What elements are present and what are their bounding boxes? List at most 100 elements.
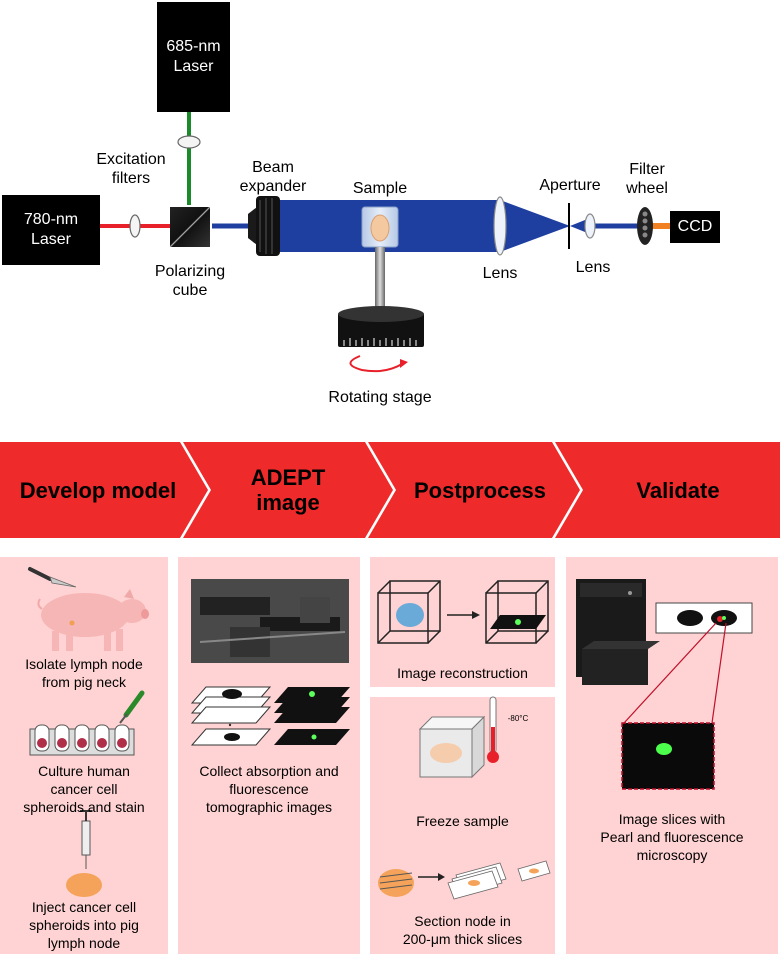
beam-expander-label: Beam expander — [228, 158, 318, 196]
validate-line1: Image slices with — [618, 811, 726, 827]
collect-line1: Collect absorption and — [199, 763, 339, 779]
step-validate-label: Validate — [636, 478, 720, 503]
absorption-slices-icon — [190, 686, 272, 746]
rotation-arrow-icon — [349, 355, 408, 373]
fluorescence-slices-icon — [274, 687, 350, 745]
reconstruction-cube-1 — [377, 580, 441, 644]
beam-expander-line2: expander — [239, 178, 307, 195]
section-line1: Section node in — [414, 913, 511, 929]
rotation-post — [375, 247, 385, 315]
lens-1-icon — [493, 196, 507, 256]
culture-line2: cancer cell — [50, 781, 118, 797]
validate-text: Image slices with Pearl and fluorescence… — [566, 810, 778, 864]
syringe-icon — [80, 810, 92, 869]
zoom-line-left — [623, 622, 717, 724]
polarizing-cube-line2: cube — [172, 282, 208, 299]
chevron-adept — [183, 442, 393, 538]
section-arrowhead — [438, 873, 445, 881]
step-adept-line2: image — [256, 490, 320, 515]
culture-line3: spheroids and stain — [23, 799, 145, 815]
scalpel-icon — [28, 567, 77, 588]
freeze-text: Freeze sample — [416, 813, 509, 829]
polarizing-cube-label: Polarizing cube — [140, 262, 240, 300]
well-plate-icon — [29, 724, 135, 756]
chevron-postprocess — [368, 442, 580, 538]
inject-text: Inject cancer cell spheroids into pig ly… — [0, 898, 168, 952]
excitation-filter-green — [177, 135, 201, 149]
collect-text: Collect absorption and fluorescence tomo… — [178, 762, 360, 816]
slide-stack-icon — [447, 862, 507, 900]
excitation-filters-line2: filters — [111, 170, 151, 187]
reconstruction-cube-2 — [485, 580, 549, 644]
filter-wheel-label: Filter wheel — [617, 160, 677, 198]
step-postprocess-label: Postprocess — [413, 478, 547, 503]
excitation-filters-label: Excitation filters — [76, 150, 186, 188]
chevron-validate — [555, 442, 780, 538]
lens-1-label: Lens — [482, 265, 518, 282]
chevron-develop — [0, 442, 208, 538]
laser-780-box: 780-nm Laser — [2, 195, 100, 265]
reconstruction-arrowhead — [472, 611, 480, 619]
filter-wheel-icon — [637, 207, 653, 245]
validation-slide-icon — [655, 602, 753, 634]
temperature-label: -80°C — [507, 714, 529, 723]
panel-illustrations — [28, 567, 753, 900]
collect-line3: tomographic images — [205, 799, 333, 815]
sample-label: Sample — [352, 180, 408, 197]
culture-text: Culture human cancer cell spheroids and … — [0, 762, 168, 816]
filter-wheel-line2: wheel — [626, 180, 668, 197]
rotating-stage-icon — [338, 306, 424, 347]
laser-685-line1: 685-nm — [166, 38, 221, 55]
inject-line1: Inject cancer cell — [31, 899, 137, 915]
polarizing-cube-line1: Polarizing — [154, 263, 226, 280]
ccd-box: CCD — [670, 211, 720, 243]
sample-node-icon — [370, 214, 390, 242]
excitation-filters-line1: Excitation — [96, 151, 166, 168]
inject-line3: lymph node — [47, 935, 121, 951]
laser-780-line1: 780-nm — [23, 211, 79, 228]
reconstruction-signal-icon — [515, 619, 521, 625]
pig-icon — [37, 589, 149, 651]
frozen-block-icon — [418, 715, 486, 779]
single-slide-icon — [517, 860, 551, 882]
workflow-chevrons — [0, 442, 780, 538]
zoom-line-right — [711, 622, 727, 724]
reconstruction-volume-icon — [396, 603, 424, 627]
isolate-line1: Isolate lymph node — [25, 656, 143, 672]
inject-line2: spheroids into pig — [29, 917, 139, 933]
beam-expander-icon — [248, 196, 280, 256]
adept-photo — [191, 579, 349, 663]
reconstruction-text: Image reconstruction — [397, 665, 528, 681]
rotating-stage-label: Rotating stage — [328, 389, 432, 406]
aperture-label: Aperture — [539, 177, 601, 194]
excitation-filter-red — [129, 214, 141, 238]
lens-2-icon — [584, 213, 596, 239]
isolate-text: Isolate lymph node from pig neck — [0, 655, 168, 691]
thermometer-icon — [487, 696, 499, 763]
section-text: Section node in 200-μm thick slices — [370, 912, 555, 948]
dropper-icon — [119, 690, 145, 724]
beam-expander-line1: Beam — [252, 159, 294, 176]
section-line2: 200-μm thick slices — [402, 931, 523, 947]
step-develop-label: Develop model — [19, 478, 177, 503]
fluorescence-zoom-icon — [621, 722, 715, 790]
polarizing-cube-icon — [170, 207, 210, 247]
isolate-line2: from pig neck — [41, 674, 127, 690]
blue-beam-converging — [500, 200, 570, 252]
collect-line2: fluorescence — [229, 781, 309, 797]
slide-scanner-icon — [576, 579, 660, 685]
laser-780-line2: Laser — [30, 231, 72, 248]
optical-setup-diagram — [100, 112, 670, 373]
filter-wheel-line1: Filter — [629, 161, 665, 178]
fluorescence-spot-icon — [656, 743, 672, 755]
culture-line1: Culture human — [38, 763, 130, 779]
ccd-label: CCD — [677, 218, 713, 235]
validate-line2: Pearl and fluorescence — [600, 829, 744, 845]
step-adept-line1: ADEPT — [250, 465, 326, 490]
lymph-node-icon — [66, 873, 102, 897]
lens-2-label: Lens — [575, 259, 611, 276]
validate-line3: microscopy — [636, 847, 708, 863]
laser-685-box: 685-nm Laser — [157, 2, 230, 112]
step-adept-label: ADEPT image — [200, 465, 376, 515]
sectioned-node-icon — [378, 869, 414, 897]
